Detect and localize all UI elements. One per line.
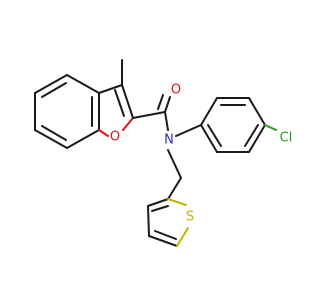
furan-oxygen-label: O — [110, 130, 120, 145]
bond — [121, 84, 134, 119]
bond — [200, 124, 218, 153]
bond — [122, 117, 134, 131]
bond — [147, 205, 150, 237]
double-bond-inner — [154, 230, 177, 240]
bond — [34, 129, 68, 149]
bond — [248, 124, 266, 153]
double-bond-inner — [244, 124, 259, 147]
thiophene-ring — [147, 198, 189, 247]
thiophene-sulfur-label: S — [186, 210, 194, 225]
bond — [148, 235, 178, 247]
bond — [164, 111, 169, 131]
benzene-ring — [34, 74, 100, 149]
bond — [167, 198, 187, 206]
amide-nitrogen-label: N — [164, 133, 174, 148]
bond — [175, 124, 202, 137]
bond — [66, 129, 100, 149]
methylene-bond — [167, 177, 182, 200]
bond — [132, 111, 166, 119]
structure-svg: O N O Cl S — [34, 59, 293, 247]
bond — [98, 129, 109, 137]
furan-ring — [98, 84, 134, 137]
carbonyl-oxygen-label: O — [171, 83, 181, 98]
double-bond-inner — [207, 124, 222, 147]
double-bond-inner — [151, 205, 169, 212]
double-bond-inner — [41, 125, 67, 141]
chlorine-label: Cl — [280, 131, 293, 146]
bond — [200, 97, 218, 126]
bond — [34, 74, 68, 94]
bond — [98, 84, 123, 94]
methylene-bond — [167, 149, 182, 179]
double-bond-inner — [41, 82, 67, 98]
molecule-diagram: O N O Cl S — [34, 59, 293, 247]
bond — [147, 198, 169, 207]
bond — [176, 227, 189, 247]
chlorophenyl-ring — [200, 97, 266, 153]
double-bond-inner — [114, 89, 125, 117]
carbonyl-bond — [164, 96, 171, 113]
bond — [248, 97, 266, 126]
chlorine-bond — [264, 124, 277, 131]
carbonyl-bond — [157, 94, 164, 110]
amide-group — [132, 94, 171, 131]
bond — [66, 74, 100, 94]
